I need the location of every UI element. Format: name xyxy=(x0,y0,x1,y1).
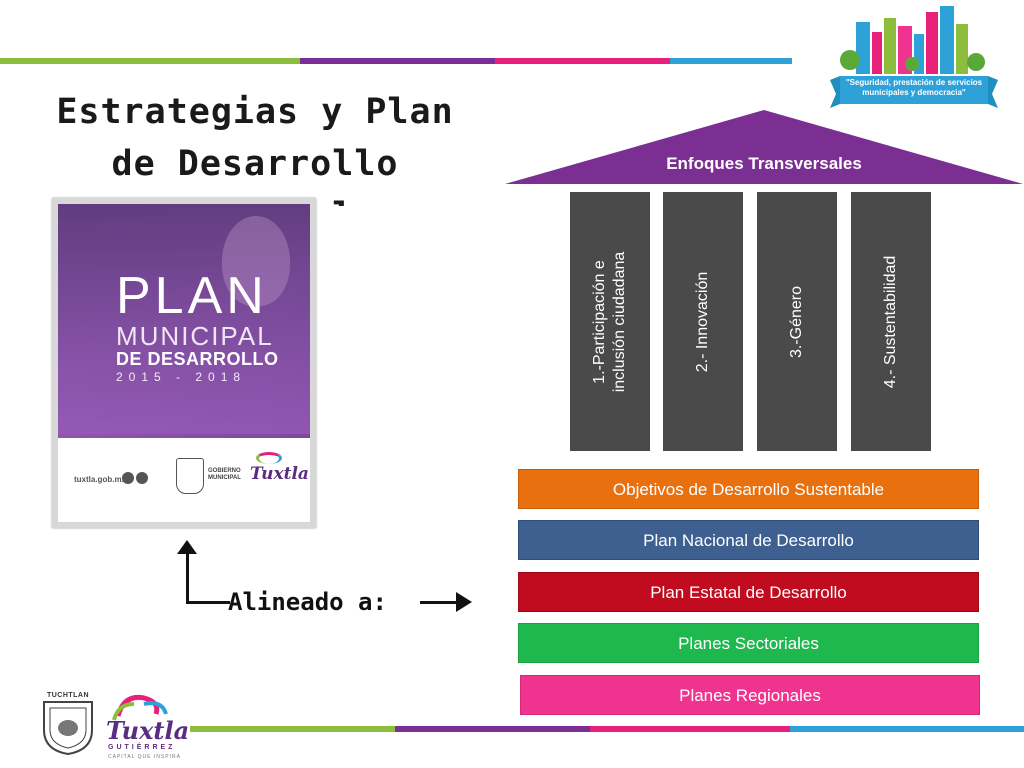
band-planes-sectoriales: Planes Sectoriales xyxy=(518,623,979,663)
cover-desarrollo-text: DE DESARROLLO xyxy=(116,349,279,369)
cover-municipal-text: MUNICIPAL xyxy=(116,321,274,351)
top-divider-green xyxy=(0,58,300,64)
cover-years-text: 2015 - 2018 xyxy=(116,370,247,384)
pillar-label: 4.- Sustentabilidad xyxy=(882,255,899,388)
pillar-innovacion: 2.- Innovación xyxy=(663,192,743,451)
cover-gobierno-text: GOBIERNO MUNICIPAL xyxy=(208,468,241,481)
city-badge: "Seguridad, prestación de servicios muni… xyxy=(830,0,1000,112)
top-divider-pink xyxy=(495,58,670,64)
pillar-label: 1.-Participación e inclusión ciudadana xyxy=(591,251,628,392)
bottom-divider-purple xyxy=(395,726,590,732)
plan-cover-image: PLAN MUNICIPAL DE DESARROLLO 2015 - 2018… xyxy=(52,198,316,528)
cover-photo xyxy=(58,204,310,434)
pillar-label: 3.-Género xyxy=(788,285,805,358)
tuxtla-logo-word: Tuxtla xyxy=(106,716,190,745)
cover-url: tuxtla.gob.mx xyxy=(74,475,127,484)
top-divider-purple xyxy=(300,58,495,64)
roof-triangle xyxy=(505,110,1023,184)
tuxtla-logo-tag: CAPITAL QUE INSPIRA xyxy=(108,754,181,760)
slide-title: Estrategias y Plan de Desarrollo Municip… xyxy=(56,92,454,206)
cover-swoosh-icon xyxy=(256,452,282,464)
facebook-icon xyxy=(122,472,134,484)
band-plan-estatal: Plan Estatal de Desarrollo xyxy=(518,572,979,612)
bottom-divider-green xyxy=(190,726,395,732)
band-planes-regionales: Planes Regionales xyxy=(520,675,980,715)
twitter-icon xyxy=(136,472,148,484)
seal-label: TUCHTLAN xyxy=(46,692,90,699)
arrow-right-shaft xyxy=(420,601,460,604)
city-buildings-icon xyxy=(840,6,985,74)
pillar-genero: 3.-Género xyxy=(757,192,837,451)
cover-tuxtla-logo: Tuxtla xyxy=(250,464,309,484)
arrow-right-icon xyxy=(456,592,472,612)
cover-seal-icon xyxy=(176,458,204,494)
tuchtlan-seal-icon xyxy=(43,701,93,756)
aligned-label: Alineado a: xyxy=(228,588,387,616)
top-divider-blue xyxy=(670,58,792,64)
band-ods: Objetivos de Desarrollo Sustentable xyxy=(518,469,979,509)
band-plan-nacional: Plan Nacional de Desarrollo xyxy=(518,520,979,560)
badge-text: "Seguridad, prestación de servicios muni… xyxy=(845,78,983,97)
cover-footer: tuxtla.gob.mx GOBIERNO MUNICIPAL Tuxtla xyxy=(58,438,310,522)
cover-portrait xyxy=(222,216,290,306)
cover-plan-text: PLAN xyxy=(116,267,268,325)
bottom-divider-blue xyxy=(790,726,1024,732)
tuxtla-logo-sub: GUTIÉRREZ xyxy=(108,744,176,751)
tuxtla-swoosh-icon xyxy=(112,694,168,721)
pillar-participacion: 1.-Participación e inclusión ciudadana xyxy=(570,192,650,451)
arrow-up-icon xyxy=(177,540,197,554)
badge-ribbon xyxy=(830,76,998,108)
plan-cover-art: PLAN MUNICIPAL DE DESARROLLO 2015 - 2018… xyxy=(58,204,310,522)
arrow-connector xyxy=(186,601,230,604)
pillar-sustentabilidad: 4.- Sustentabilidad xyxy=(851,192,931,451)
roof-title: Enfoques Transversales xyxy=(666,154,862,173)
pillar-label: 2.- Innovación xyxy=(694,271,711,372)
bottom-divider-pink xyxy=(590,726,790,732)
arrow-up-shaft xyxy=(186,548,189,604)
